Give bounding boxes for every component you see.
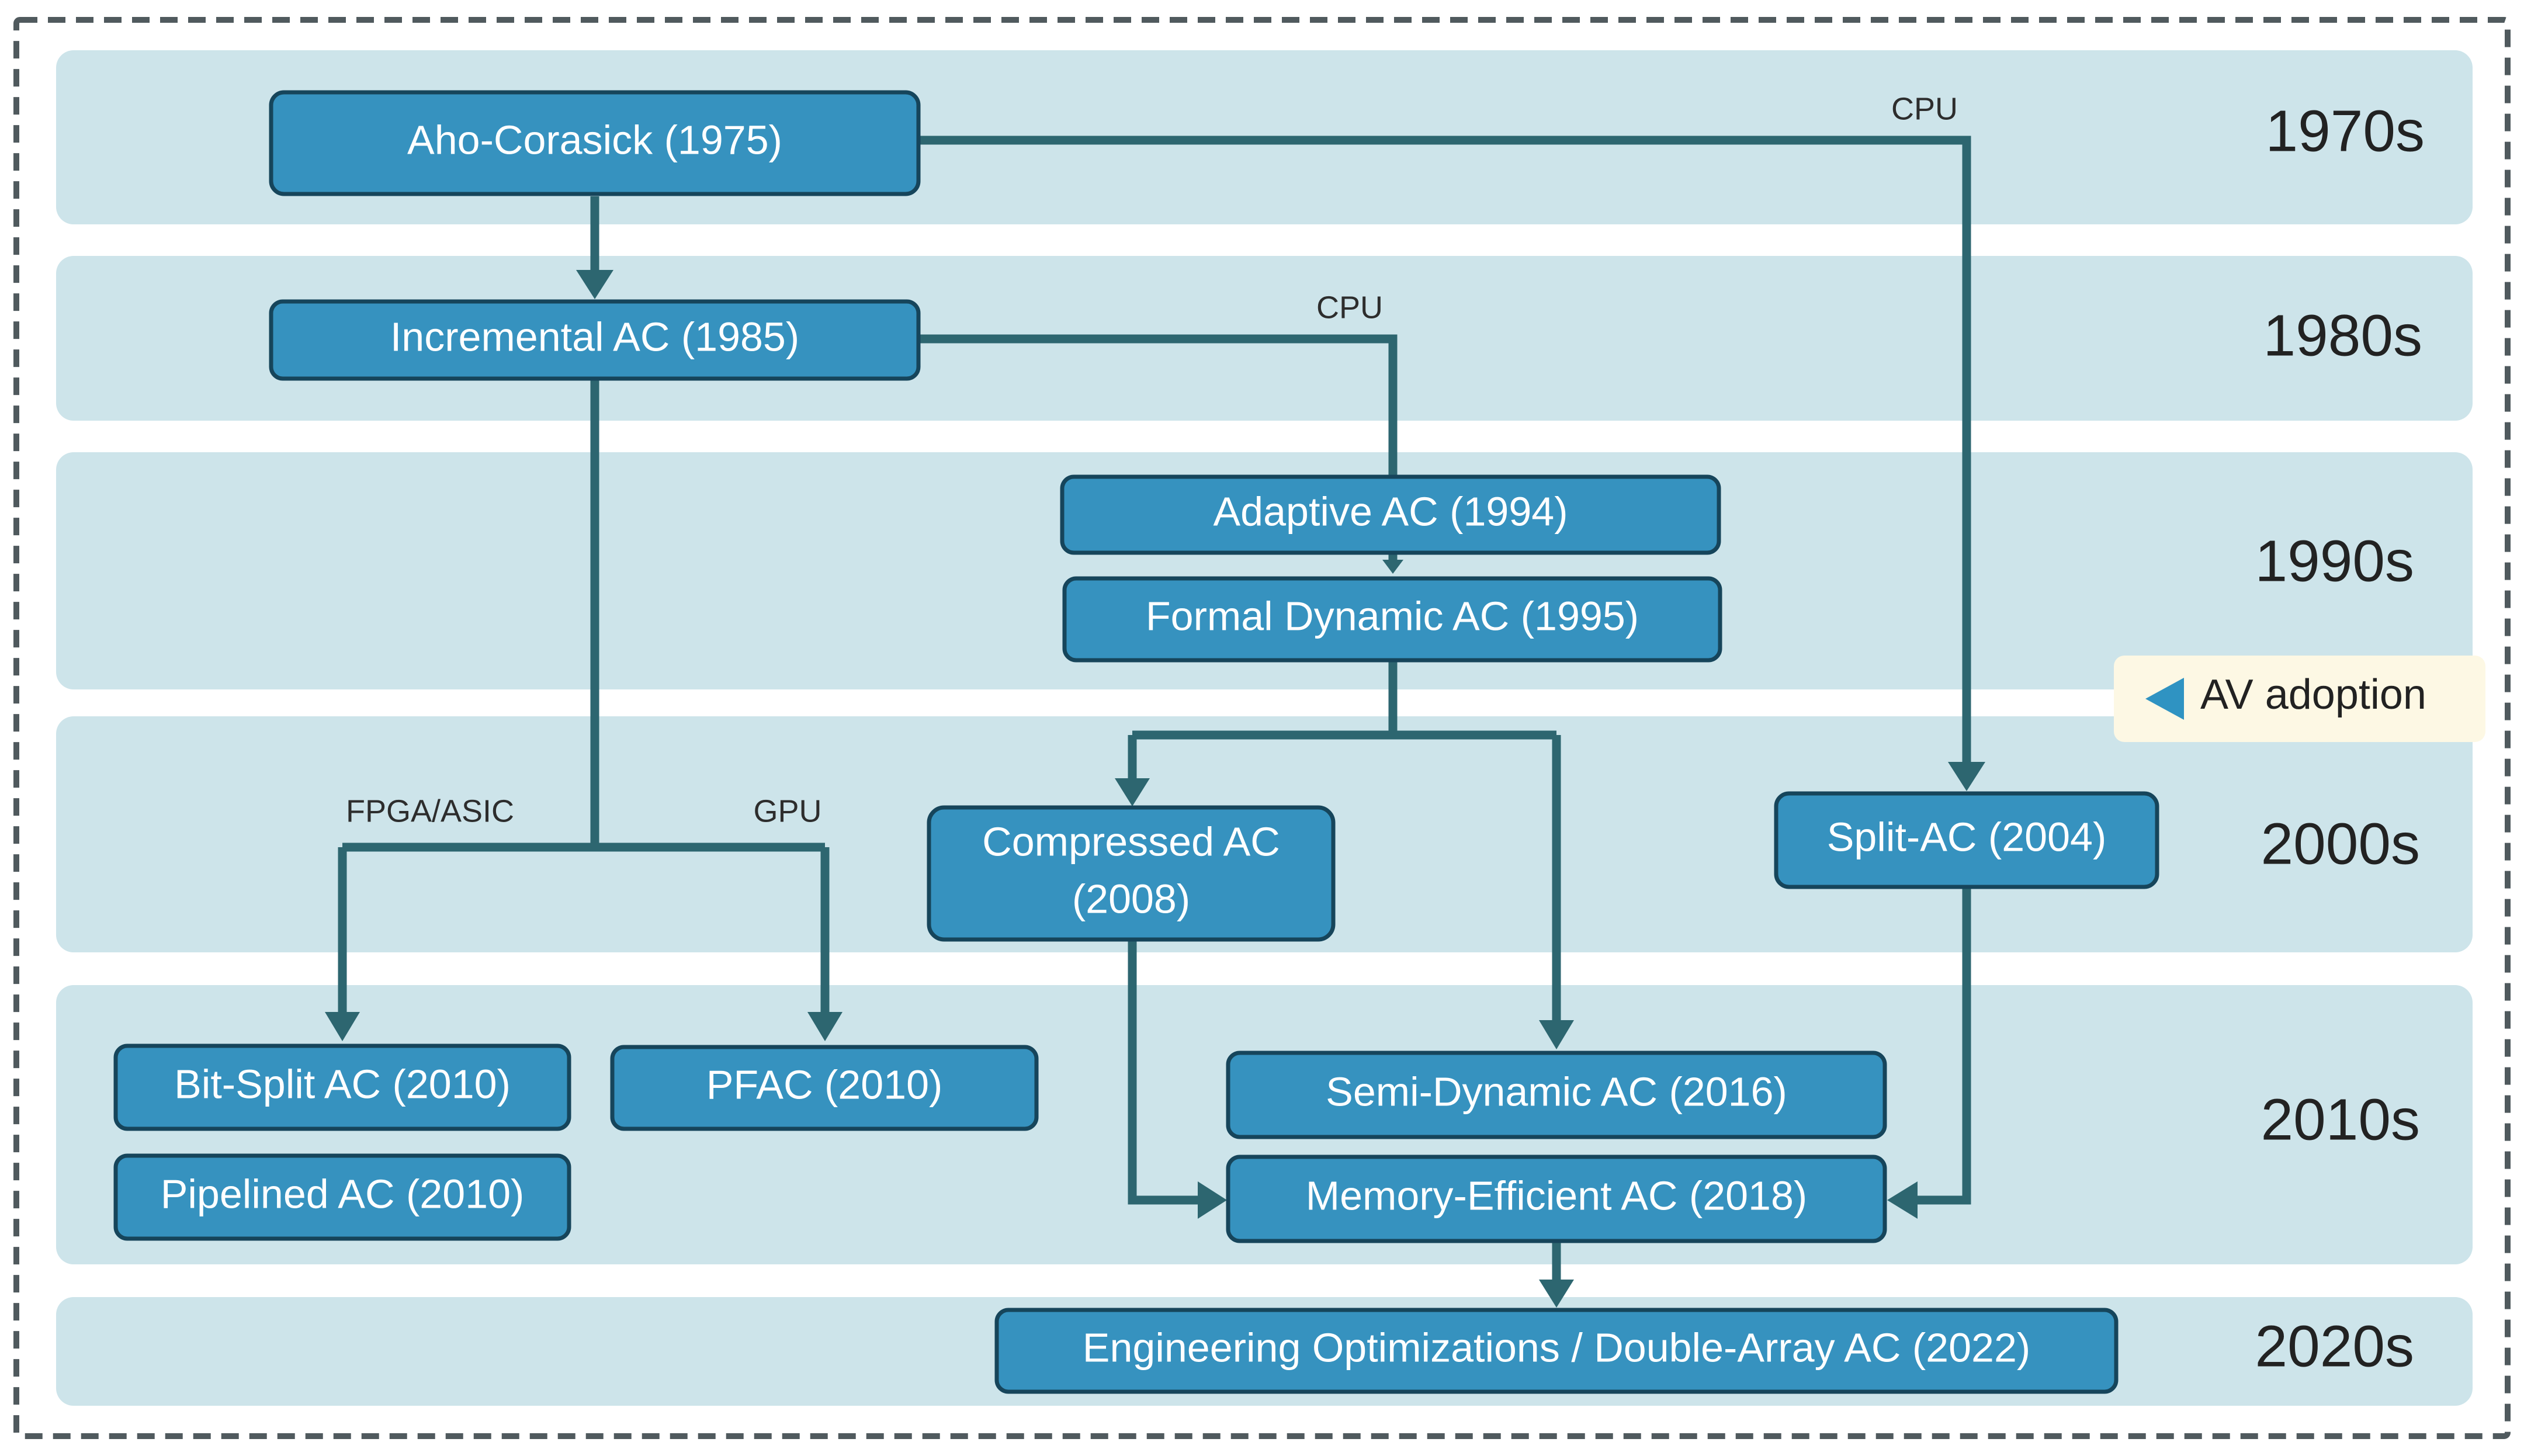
decade-label-2000s: 2000s <box>2261 811 2420 876</box>
node-incremental-ac: Incremental AC (1985) <box>269 299 921 381</box>
decade-labels: 1970s 1980s 1990s 2000s 2010s 2020s <box>2255 98 2425 1379</box>
decade-label-1990s: 1990s <box>2255 528 2414 594</box>
triangle-left-icon <box>2145 678 2184 720</box>
node-box <box>1226 1051 1887 1139</box>
node-split-ac: Split-AC (2004) <box>1774 791 2159 889</box>
node-formal-dynamic-ac: Formal Dynamic AC (1995) <box>1062 576 1722 663</box>
band-1990s <box>56 452 2473 689</box>
node-box <box>1774 791 2159 889</box>
arrowhead <box>1539 1280 1574 1308</box>
arrowhead <box>1115 778 1150 806</box>
node-box <box>994 1308 2119 1394</box>
node-pfac: PFAC (2010) <box>610 1045 1039 1131</box>
nodes: Aho-Corasick (1975) Incremental AC (1985… <box>113 90 2159 1394</box>
node-box <box>269 299 921 381</box>
node-semi-dynamic-ac: Semi-Dynamic AC (2016) <box>1226 1051 1887 1139</box>
node-label: Split-AC (2004) <box>1827 814 2107 859</box>
node-label: Engineering Optimizations / Double-Array… <box>1083 1325 2030 1370</box>
edge-label-cpu: CPU <box>1891 91 1958 126</box>
arrowhead <box>807 1012 843 1041</box>
connector-aho-to-split <box>918 136 1971 762</box>
node-box <box>927 805 1336 942</box>
connector-compressed-to-memory <box>1128 941 1198 1205</box>
node-label: Pipelined AC (2010) <box>161 1171 525 1216</box>
arrowhead <box>1198 1181 1227 1219</box>
node-label: PFAC (2010) <box>706 1062 943 1107</box>
node-label: Formal Dynamic AC (1995) <box>1146 593 1639 639</box>
arrowhead <box>325 1012 360 1041</box>
arrowhead <box>1539 1020 1574 1049</box>
av-adoption-label: AV adoption <box>2200 671 2426 718</box>
node-adaptive-ac: Adaptive AC (1994) <box>1060 474 1721 555</box>
node-label: Memory-Efficient AC (2018) <box>1306 1173 1807 1218</box>
node-label: Semi-Dynamic AC (2016) <box>1326 1069 1787 1114</box>
av-adoption-marker: AV adoption <box>2114 656 2485 742</box>
node-pipelined-ac: Pipelined AC (2010) <box>113 1153 571 1241</box>
node-label: (2008) <box>1072 876 1190 921</box>
decade-label-2020s: 2020s <box>2255 1313 2414 1379</box>
connector-split-to-memory <box>1918 888 1971 1205</box>
node-label: Compressed AC <box>982 819 1280 864</box>
edge-label-fpga-asic: FPGA/ASIC <box>346 793 514 828</box>
av-adoption-callout <box>2114 656 2485 742</box>
node-box <box>269 90 921 196</box>
edge-label-gpu: GPU <box>753 793 821 828</box>
node-box <box>1060 474 1721 555</box>
arrowhead <box>1948 762 1985 791</box>
node-box <box>113 1153 571 1241</box>
arrowhead <box>1887 1181 1918 1219</box>
node-label: Adaptive AC (1994) <box>1213 488 1568 534</box>
edge-label-cpu: CPU <box>1316 290 1383 325</box>
connector-incremental-to-adaptive <box>918 334 1398 478</box>
node-box <box>1226 1155 1887 1243</box>
outer-frame <box>13 17 2511 1439</box>
node-label: Bit-Split AC (2010) <box>174 1061 511 1107</box>
node-label: Incremental AC (1985) <box>390 314 799 359</box>
node-box <box>610 1045 1039 1131</box>
decade-label-1970s: 1970s <box>2266 98 2425 164</box>
node-label: Aho-Corasick (1975) <box>407 117 782 162</box>
connectors <box>325 136 1985 1308</box>
node-memory-efficient-ac: Memory-Efficient AC (2018) <box>1226 1155 1887 1243</box>
node-compressed-ac: Compressed AC (2008) <box>927 805 1336 942</box>
decade-label-2010s: 2010s <box>2261 1087 2420 1152</box>
node-engineering-optimizations: Engineering Optimizations / Double-Array… <box>994 1308 2119 1394</box>
arrowhead <box>1382 560 1403 574</box>
node-box <box>113 1044 571 1131</box>
edge-labels: CPU CPU FPGA/ASIC GPU <box>346 91 1958 828</box>
node-box <box>1062 576 1722 663</box>
arrowhead <box>576 270 613 299</box>
node-aho-corasick: Aho-Corasick (1975) <box>269 90 921 196</box>
decade-label-1980s: 1980s <box>2263 303 2422 368</box>
node-bit-split-ac: Bit-Split AC (2010) <box>113 1044 571 1131</box>
